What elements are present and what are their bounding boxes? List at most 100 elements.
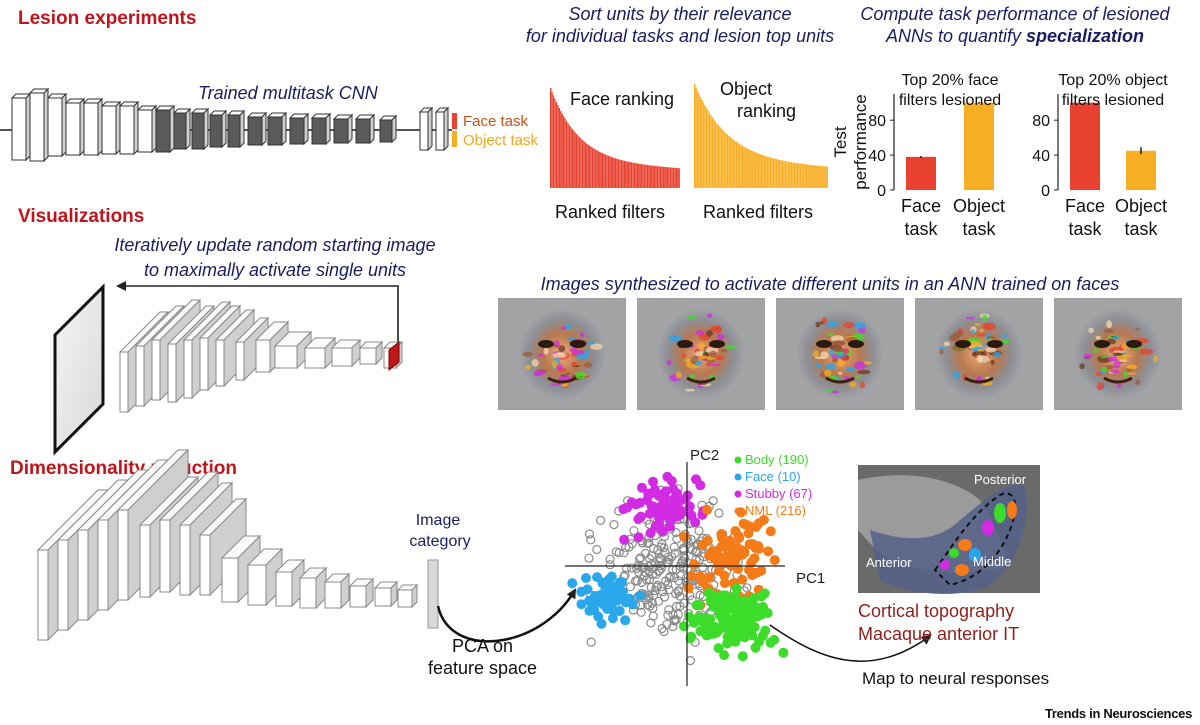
bar-face-task [1070, 102, 1100, 190]
cnn-layer [310, 112, 332, 146]
scatter-point-stubby [619, 534, 630, 545]
synth-face-image [1054, 298, 1182, 410]
ranking-bar [555, 102, 558, 188]
cortical-label-2: Macaque anterior IT [858, 624, 1019, 644]
bar-object-task [1126, 150, 1156, 190]
pca-label-2: feature space [428, 658, 537, 678]
scatter-point-other [644, 538, 654, 548]
ranking-bar [807, 164, 809, 188]
chart-title: Top 20% face [902, 72, 999, 89]
scatter-point-other [698, 562, 708, 573]
ranking-bar [664, 166, 666, 188]
ranking-bar [573, 130, 575, 188]
bar-object-task [964, 102, 994, 190]
ranking-bar [568, 125, 571, 188]
scatter-point-other [659, 592, 670, 602]
ranking-bar [552, 95, 555, 188]
cnn-layer [298, 566, 328, 610]
ranking-bar [722, 130, 724, 188]
ranking-bar [607, 155, 610, 188]
scatter-point-body [722, 638, 733, 649]
ranking-bar [781, 160, 784, 188]
ranking-bar [635, 163, 637, 188]
ranking-bar [802, 163, 805, 188]
anterior-label: Anterior [866, 555, 912, 570]
ranking-bar [672, 167, 675, 188]
ranking-bar [728, 135, 730, 188]
ranking-bar [646, 164, 649, 188]
scatter-point-other [592, 544, 602, 555]
ranking-bar [792, 162, 794, 188]
cnn-layer [246, 547, 284, 607]
cnn-layer [418, 106, 434, 152]
scatter-point-other [629, 526, 639, 536]
ranking-bar [593, 148, 595, 188]
cnn-layer [46, 92, 68, 158]
ranking-bar [774, 158, 776, 188]
cnn-layer [266, 111, 288, 147]
ranking-bar [613, 157, 615, 188]
ranking-bar [813, 165, 815, 188]
ranking-bar [642, 164, 644, 188]
scatter-point-body [750, 642, 761, 653]
scatter-point-stubby [648, 507, 659, 518]
scatter-point-other [632, 576, 642, 586]
scatter-point-body [728, 604, 739, 615]
object-task-label: Object task [463, 132, 539, 149]
scatter-point-other [637, 562, 647, 572]
chart-title: filters lesioned [899, 92, 1001, 109]
scatter-point-other [648, 569, 658, 580]
ranking-bar [805, 164, 808, 188]
scatter-point-stubby [686, 510, 697, 521]
scatter-point-body [693, 612, 704, 623]
synth-face-image [776, 298, 904, 410]
scatter-point-other [661, 576, 671, 586]
compute-title-line1: Compute task performance of lesioned [860, 4, 1170, 24]
scatter-point-body [686, 631, 697, 642]
scatter-point-stubby [695, 480, 706, 491]
ranking-bar [714, 121, 717, 188]
ranking-bar [656, 166, 659, 188]
face-task-label: Face task [463, 113, 529, 130]
ranking-bar [602, 153, 604, 188]
ranking-bar [594, 149, 597, 188]
scatter-point-other [584, 529, 595, 539]
ranking-bar [772, 158, 775, 188]
ranking-bar [816, 165, 818, 188]
target-unit [388, 340, 400, 372]
cnn-layer [288, 112, 310, 146]
scatter-point-nml [734, 544, 745, 555]
ranking-bar [799, 163, 802, 188]
ranking-bar [729, 137, 732, 188]
ranking-bar [567, 122, 569, 188]
scatter-point-body [726, 620, 737, 631]
ranking-bar [780, 160, 782, 188]
scatter-point-other [584, 553, 594, 563]
scatter-point-stubby [648, 476, 658, 487]
ranking-bar [762, 155, 764, 188]
cnn-layer [246, 111, 268, 147]
ranking-bar [612, 157, 614, 188]
cnn-layer [208, 109, 228, 149]
ranking-bar [564, 118, 566, 188]
ranking-bar [603, 153, 605, 188]
cnn-layer [396, 583, 419, 609]
scatter-point-face [608, 596, 619, 607]
scatter-point-stubby [633, 514, 644, 525]
ranking-bar [701, 100, 703, 188]
ranking-bar [659, 166, 662, 188]
scatter-point-other [646, 551, 657, 561]
scatter-point-body [719, 650, 730, 661]
ranking-bar [795, 162, 797, 188]
scatter-point-body [741, 596, 752, 607]
ranking-bar [667, 167, 669, 188]
scatter-point-nml [695, 571, 705, 582]
map-arrow [769, 624, 932, 662]
ranking-bar [702, 102, 705, 188]
multitask-cnn-diagram [0, 87, 452, 163]
scatter-point-nml [746, 557, 757, 568]
ranking-bar [616, 158, 618, 188]
y-tick-label: 40 [1032, 148, 1050, 165]
scatter-point-stubby [665, 515, 676, 526]
ranking-bar [652, 165, 654, 188]
